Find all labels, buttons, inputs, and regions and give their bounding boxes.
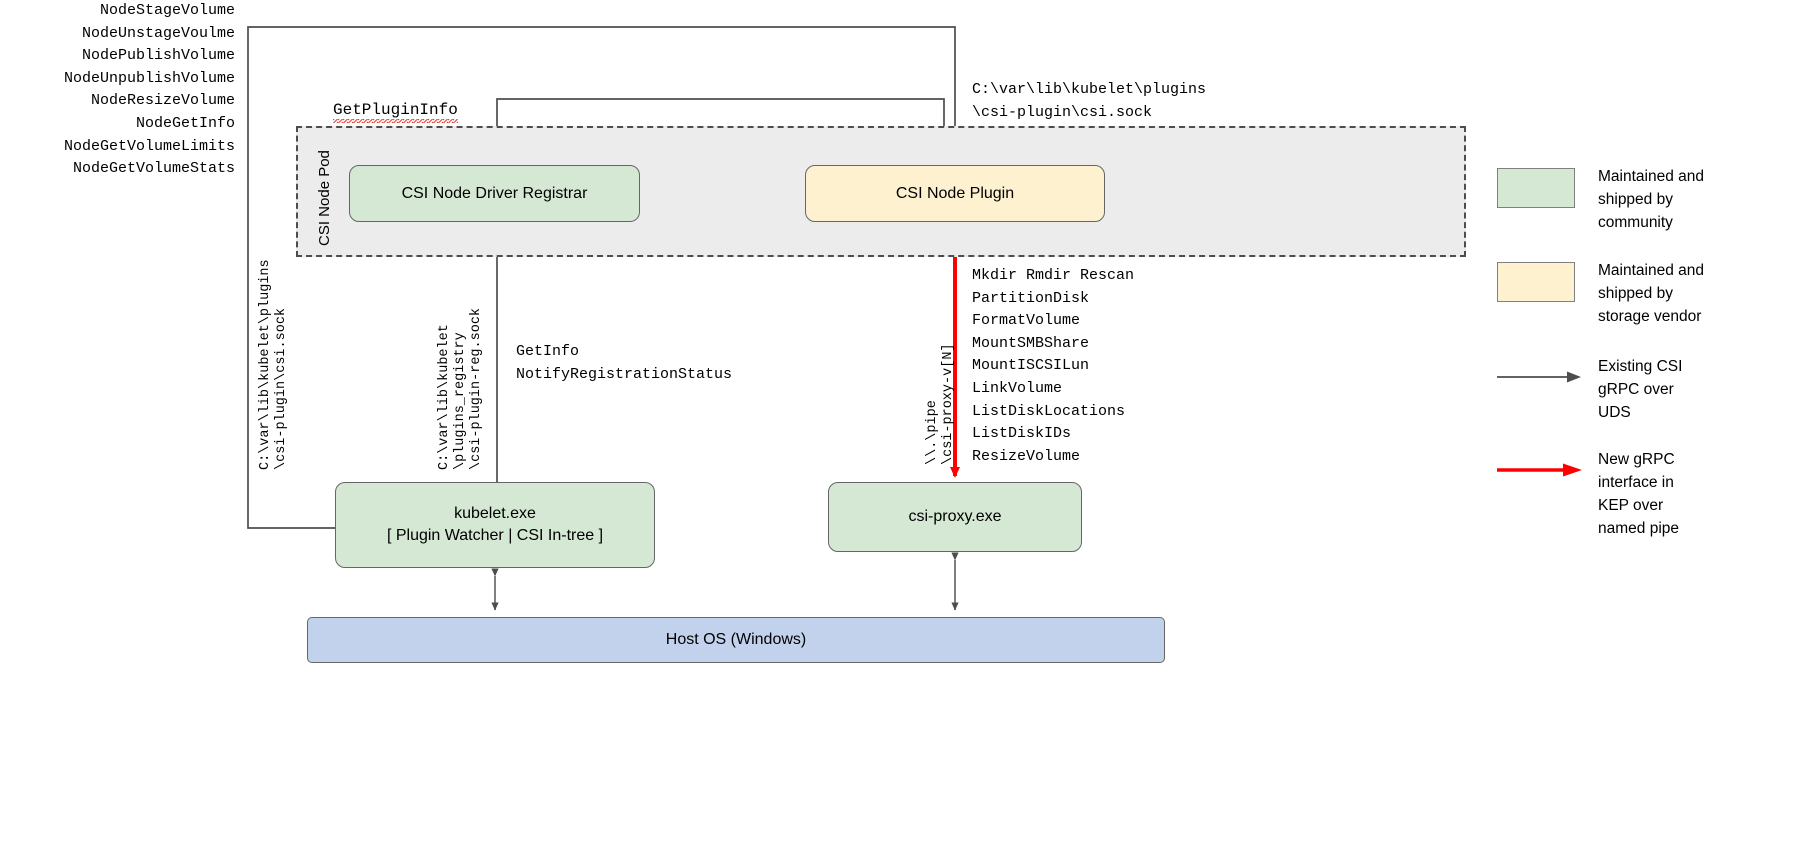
- node-label: CSI Node Driver Registrar: [401, 184, 588, 202]
- get-plugin-info-text: GetPluginInfo: [333, 101, 458, 123]
- label-vertical-csi-socket-path: C:\var\lib\kubelet\plugins \csi-plugin\c…: [258, 259, 289, 470]
- legend-arrow-red: [1497, 463, 1582, 477]
- label-registrar-rpc-list: GetInfo NotifyRegistrationStatus: [516, 343, 733, 383]
- kubelet-subtitle: [ Plugin Watcher | CSI In-tree ]: [386, 527, 604, 544]
- csi-node-pod-label: CSI Node Pod: [316, 150, 333, 246]
- label-vertical-plugins-registry-path: C:\var\lib\kubelet \plugins_registry \cs…: [437, 307, 484, 470]
- label-get-plugin-info: GetPluginInfo: [333, 99, 458, 123]
- node-label: csi-proxy.exe: [908, 508, 1002, 526]
- node-csi-node-driver-registrar[interactable]: CSI Node Driver Registrar: [349, 165, 640, 222]
- node-csi-node-plugin[interactable]: CSI Node Plugin: [805, 165, 1105, 222]
- node-label: CSI Node Plugin: [895, 184, 1015, 202]
- legend-swatch-community: [1497, 168, 1575, 208]
- legend-label-new-grpc: New gRPC interface in KEP over named pip…: [1598, 451, 1680, 537]
- node-kubelet-exe[interactable]: kubelet.exe [ Plugin Watcher | CSI In-tr…: [335, 482, 655, 568]
- label-node-rpc-list: NodeStageVolume NodeUnstageVoulme NodePu…: [63, 2, 235, 178]
- legend-arrow-gray: [1497, 371, 1581, 383]
- legend-label-existing-csi: Existing CSI gRPC over UDS: [1598, 358, 1683, 421]
- node-host-os[interactable]: Host OS (Windows): [307, 617, 1165, 663]
- label-plugin-socket-path: C:\var\lib\kubelet\plugins \csi-plugin\c…: [972, 81, 1207, 121]
- legend-label-community: Maintained and shipped by community: [1598, 168, 1704, 231]
- label-vertical-named-pipe-path: \\.\pipe \csi-proxy-v[N]: [925, 343, 956, 465]
- kubelet-title: kubelet.exe: [454, 505, 536, 523]
- label-csi-proxy-operations: Mkdir Rmdir Rescan PartitionDisk FormatV…: [972, 267, 1135, 465]
- node-csi-proxy-exe[interactable]: csi-proxy.exe: [828, 482, 1082, 552]
- legend-label-vendor: Maintained and shipped by storage vendor: [1598, 262, 1704, 325]
- legend-swatch-vendor: [1497, 262, 1575, 302]
- node-label: Host OS (Windows): [665, 631, 807, 648]
